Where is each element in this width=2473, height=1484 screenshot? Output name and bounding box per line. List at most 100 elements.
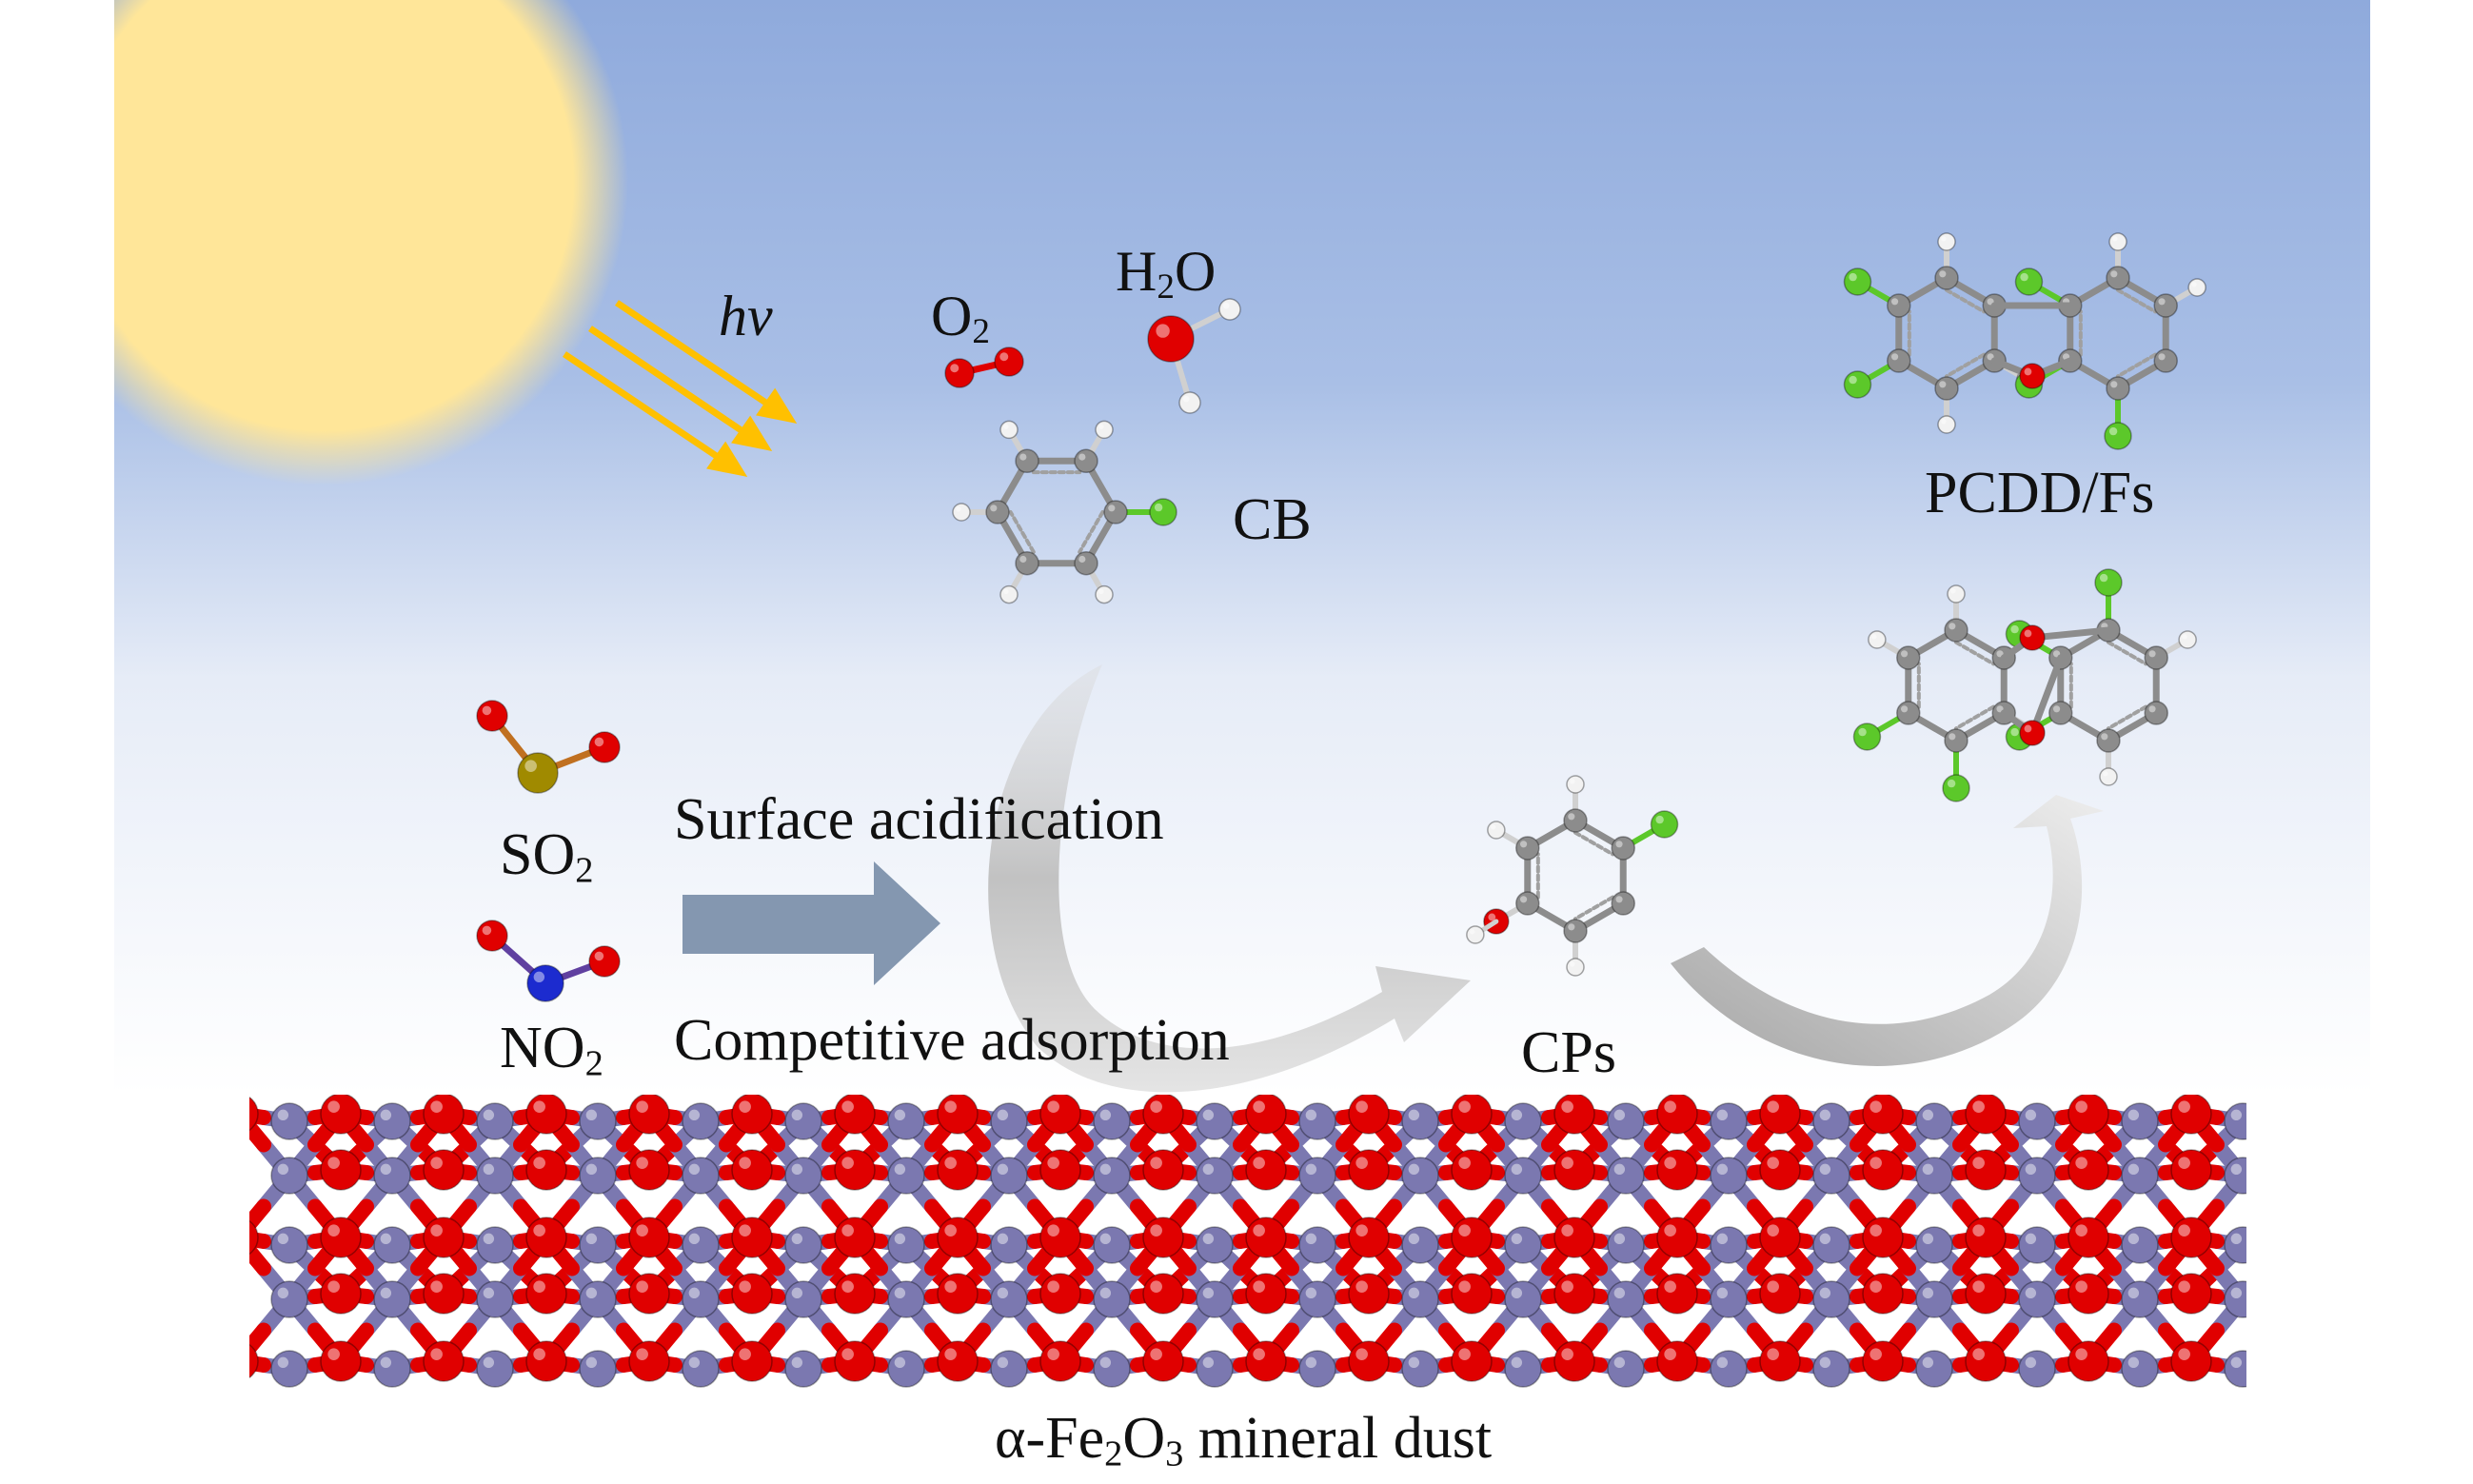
oxygen-atom-highlight	[1458, 1224, 1471, 1237]
so2-molecule-icon	[476, 700, 621, 794]
iron-atom	[2018, 1350, 2056, 1388]
oxygen-atom	[1759, 1217, 1801, 1258]
iron-atom-highlight	[1716, 1287, 1729, 1299]
iron-atom-highlight	[2127, 1287, 2140, 1299]
chlorine-atom	[1942, 774, 1970, 802]
competitive-adsorption-label: Competitive adsorption	[674, 1008, 1230, 1073]
carbon-atom	[1934, 376, 1959, 401]
oxygen-atom	[1147, 315, 1195, 363]
oxygen-atom	[937, 1217, 979, 1258]
oxygen-atom	[1245, 1149, 1287, 1191]
carbon-atom	[2144, 645, 2168, 670]
hydrogen-atom-highlight	[2103, 771, 2108, 777]
h2o-label-post: O	[1174, 240, 1217, 303]
carbon-atom	[1015, 448, 1039, 474]
oxygen-atom	[2067, 1095, 2109, 1135]
oxygen-atom	[1142, 1340, 1184, 1382]
iron-atom	[579, 1102, 617, 1140]
iron-atom	[1504, 1226, 1542, 1264]
oxygen-atom-highlight	[1767, 1280, 1779, 1293]
oxygen-atom	[2170, 1340, 2212, 1382]
iron-atom	[1607, 1226, 1645, 1264]
oxygen-atom	[944, 358, 975, 388]
o2-label: O2	[931, 285, 990, 349]
oxygen-atom-highlight	[1870, 1224, 1882, 1237]
carbon-atom-highlight	[1019, 453, 1027, 461]
iron-atom	[1812, 1102, 1850, 1140]
iron-atom-highlight	[1099, 1356, 1112, 1369]
chlorine-atom	[2104, 422, 2132, 450]
oxygen-atom-highlight	[594, 951, 604, 961]
iron-atom-highlight	[2025, 1356, 2037, 1369]
oxygen-atom	[476, 700, 508, 732]
oxygen-atom-highlight	[841, 1157, 854, 1169]
iron-atom-highlight	[1202, 1356, 1215, 1369]
iron-atom	[1710, 1157, 1748, 1195]
oxygen-atom-highlight	[1972, 1157, 1985, 1169]
bond	[1008, 510, 1036, 554]
iron-atom	[1401, 1226, 1439, 1264]
iron-atom-highlight	[1408, 1356, 1420, 1369]
iron-atom-highlight	[1613, 1163, 1626, 1176]
oxygen-atom	[994, 346, 1024, 377]
iron-atom	[1093, 1350, 1131, 1388]
iron-atom	[2121, 1350, 2159, 1388]
oxygen-atom-highlight	[841, 1224, 854, 1237]
iron-atom	[1298, 1280, 1336, 1318]
oxygen-atom-highlight	[2075, 1100, 2087, 1113]
iron-atom	[784, 1102, 822, 1140]
oxygen-atom	[1759, 1340, 1801, 1382]
carbon-atom	[1887, 293, 1911, 318]
oxygen-atom	[2067, 1217, 2109, 1258]
iron-atom	[1710, 1350, 1748, 1388]
iron-atom-highlight	[1819, 1109, 1831, 1121]
iron-atom-highlight	[2230, 1109, 2243, 1121]
carbon-atom	[1896, 645, 1921, 670]
iron-atom	[990, 1226, 1028, 1264]
carbon-atom-highlight	[1519, 841, 1528, 848]
oxygen-atom-highlight	[636, 1280, 648, 1293]
chlorine-atom	[1852, 722, 1882, 751]
iron-atom	[2224, 1102, 2246, 1140]
chlorine-atom	[1843, 370, 1872, 399]
hydrogen-atom	[1868, 630, 1887, 649]
oxygen-atom	[320, 1217, 362, 1258]
chlorine-atom	[2094, 568, 2123, 597]
iron-atom-highlight	[1305, 1109, 1317, 1121]
iron-atom	[1196, 1280, 1234, 1318]
hydrogen-atom-highlight	[2191, 282, 2197, 287]
oxygen-atom	[2067, 1340, 2109, 1382]
o2-label-base: O	[931, 285, 973, 347]
oxygen-atom-highlight	[1972, 1100, 1985, 1113]
oxygen-atom	[1039, 1095, 1081, 1135]
iron-atom	[1710, 1102, 1748, 1140]
oxygen-atom	[1451, 1217, 1493, 1258]
oxygen-atom	[731, 1217, 773, 1258]
oxygen-atom-highlight	[1488, 913, 1496, 921]
iron-atom	[887, 1350, 925, 1388]
iron-atom-highlight	[380, 1356, 392, 1369]
oxygen-atom-highlight	[1767, 1157, 1779, 1169]
hydrogen-atom-highlight	[1470, 929, 1475, 935]
bond	[2107, 640, 2148, 666]
chlorine-atom	[2014, 267, 2044, 296]
iron-atom-highlight	[277, 1233, 289, 1245]
oxygen-atom	[588, 731, 621, 763]
oxygen-atom-highlight	[1664, 1224, 1676, 1237]
iron-atom	[1504, 1350, 1542, 1388]
so2-label-base: SO	[500, 822, 576, 887]
oxygen-atom-highlight	[594, 737, 604, 747]
mineral-label-sub1: 2	[1104, 1434, 1123, 1474]
carbon-atom-highlight	[1939, 381, 1947, 388]
iron-atom-highlight	[585, 1109, 598, 1121]
hydrogen-atom	[1178, 391, 1201, 414]
oxygen-atom-highlight	[1664, 1157, 1676, 1169]
iron-atom-highlight	[791, 1233, 803, 1245]
oxygen-atom	[525, 1273, 567, 1315]
iron-atom	[682, 1102, 720, 1140]
oxygen-atom	[628, 1217, 670, 1258]
oxygen-atom	[1245, 1273, 1287, 1315]
no2-label-base: NO	[500, 1016, 585, 1080]
iron-atom-highlight	[277, 1109, 289, 1121]
